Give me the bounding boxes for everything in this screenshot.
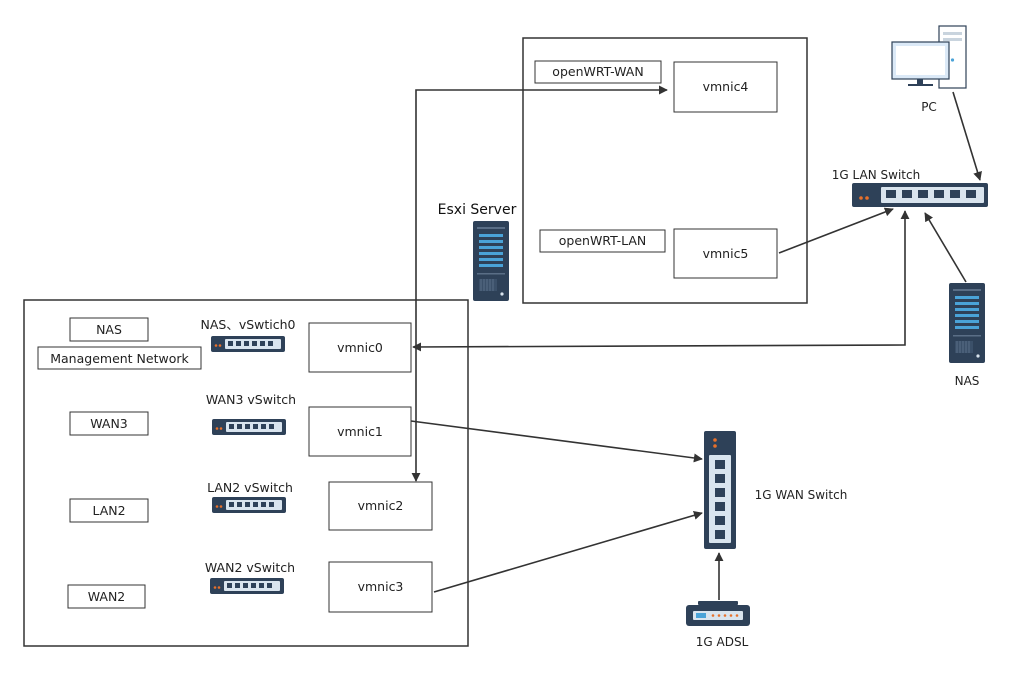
link-vmnic0-lanswitch	[412, 210, 910, 352]
nas-server-icon	[948, 282, 986, 364]
esxi-server-label: Esxi Server	[438, 202, 517, 218]
vmnic2-label: vmnic2	[358, 498, 404, 513]
lan2-label: LAN2	[92, 503, 125, 518]
network-wan3-group: WAN3	[69, 411, 149, 436]
link-pc-lanswitch	[952, 91, 982, 181]
openwrt-lan-label: openWRT-LAN	[559, 233, 646, 248]
lan2-vswitch-caption: LAN2 vSwitch	[207, 480, 293, 495]
openwrt-wan-label: openWRT-WAN	[552, 64, 643, 79]
management-network-box	[37, 346, 202, 370]
vmnic0-label: vmnic0	[337, 340, 383, 355]
pc-icon	[891, 25, 967, 89]
link-nas-lanswitch	[924, 212, 967, 283]
link-vmnic3-wanswitch	[433, 510, 703, 593]
network-nas-group: NAS Management Network	[37, 317, 202, 370]
wan-switch-icon	[704, 431, 736, 549]
vmnic1-box	[308, 406, 412, 457]
wan3-label-box	[69, 411, 149, 436]
nas-label: NAS	[96, 322, 122, 337]
nas-label-box	[69, 317, 149, 342]
vmnic4-label: vmnic4	[703, 79, 749, 94]
vswitch0-caption: NAS、vSwtich0	[200, 317, 295, 332]
wan2-label: WAN2	[88, 589, 126, 604]
link-vmnic1-wanswitch	[410, 420, 703, 463]
lan-switch-icon	[852, 183, 988, 207]
management-network-label: Management Network	[50, 351, 189, 366]
lan2-label-box	[69, 498, 149, 523]
wan2-vswitch-icon	[210, 578, 284, 594]
vmnic2-box	[328, 481, 433, 531]
lan2-vswitch-icon	[212, 497, 286, 513]
openwrt-wan-box	[534, 60, 662, 84]
nas-device-label: NAS	[955, 374, 980, 388]
wan3-vswitch-caption: WAN3 vSwitch	[206, 392, 296, 407]
wan-switch-label: 1G WAN Switch	[755, 488, 848, 502]
wan3-vswitch-icon	[212, 419, 286, 435]
wan2-vswitch-caption: WAN2 vSwitch	[205, 560, 295, 575]
vmnic3-label: vmnic3	[358, 579, 404, 594]
link-vmnic5-lanswitch	[778, 207, 894, 254]
link-vmnic2-vmnic4	[411, 85, 668, 482]
pc-label: PC	[921, 100, 937, 114]
vmnic5-label: vmnic5	[703, 246, 749, 261]
vswitch0-icon	[211, 336, 285, 352]
esxi-server-icon	[472, 220, 510, 302]
network-wan2-group: WAN2	[67, 584, 146, 609]
adsl-modem-icon	[686, 601, 750, 626]
vmnic1-label: vmnic1	[337, 424, 383, 439]
adsl-label: 1G ADSL	[696, 635, 749, 649]
network-lan2-group: LAN2	[69, 498, 149, 523]
vmnic0-box	[308, 322, 412, 373]
vmnic3-box	[328, 561, 433, 613]
vmnic4-box	[673, 61, 778, 113]
lan-switch-label: 1G LAN Switch	[832, 168, 920, 182]
wan2-label-box	[67, 584, 146, 609]
wan3-label: WAN3	[90, 416, 128, 431]
